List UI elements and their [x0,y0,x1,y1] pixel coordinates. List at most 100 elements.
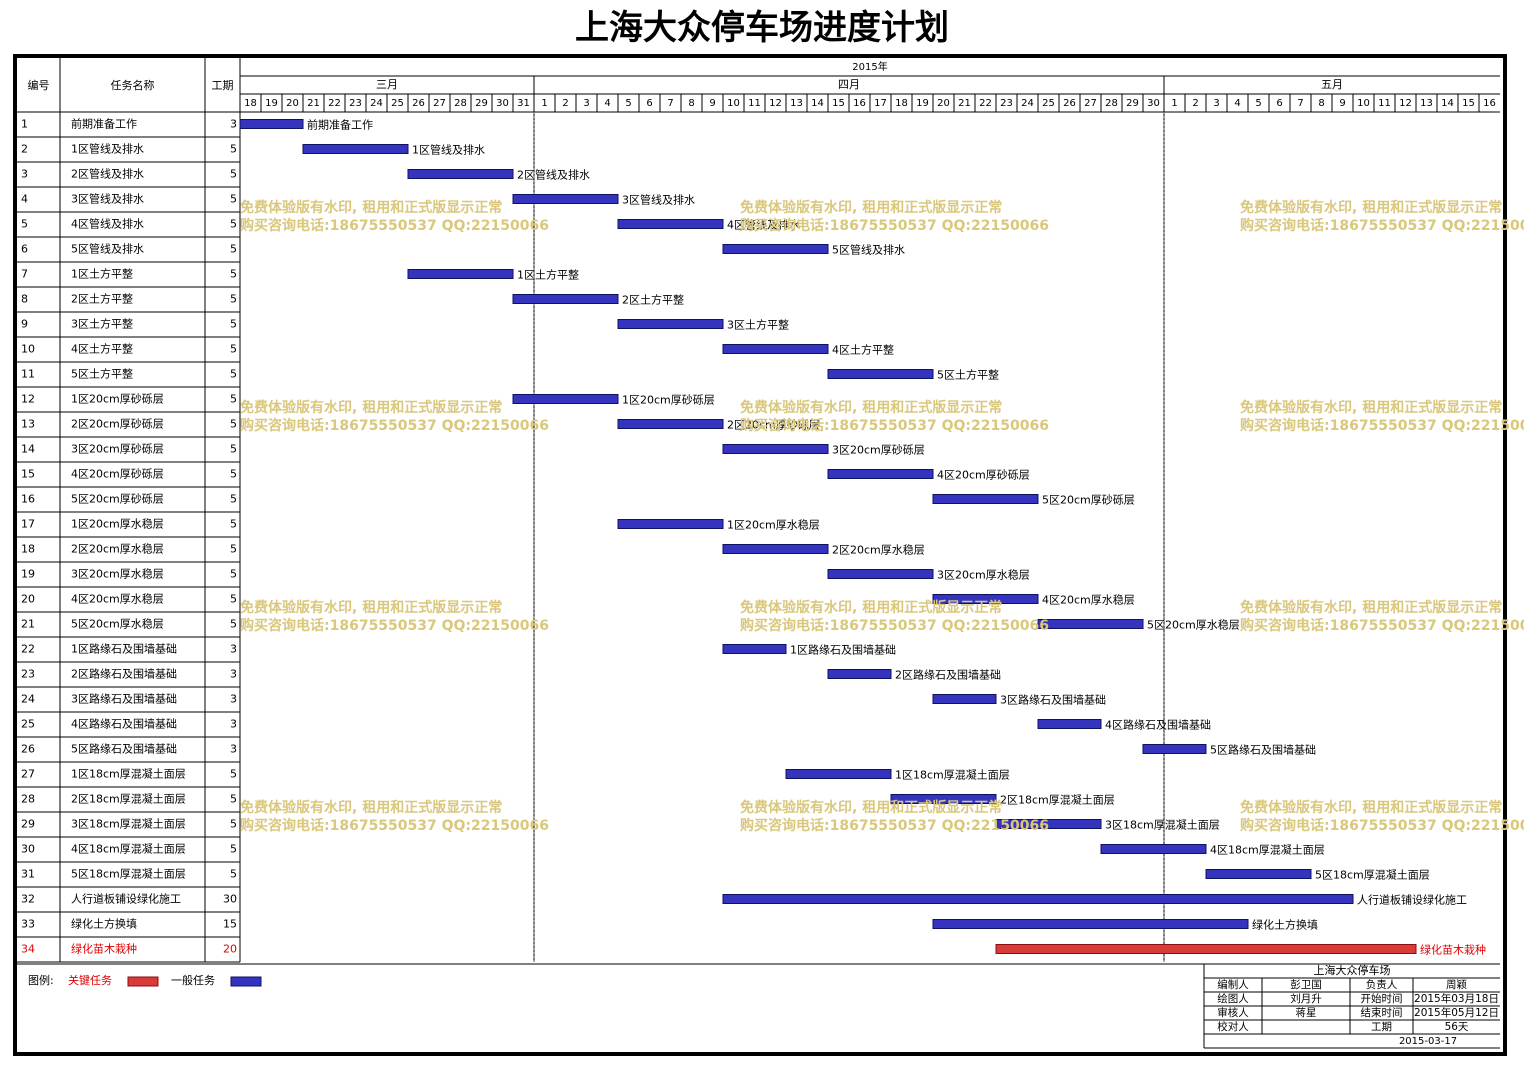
task-name: 2区20cm厚砂砾层 [71,418,164,431]
info-title: 上海大众停车场 [1314,963,1391,977]
task-id: 23 [21,668,35,681]
task-duration: 20 [223,943,237,956]
watermark: 免费体验版有水印, 租用和正式版显示正常 [240,399,502,416]
task-duration: 5 [230,818,237,831]
task-id: 3 [21,168,28,181]
task-bar[interactable] [617,219,724,229]
task-bar[interactable] [1100,844,1207,854]
task-bar[interactable] [722,344,829,354]
task-duration: 5 [230,243,237,256]
task-bar[interactable] [1205,869,1312,879]
header-day: 8 [688,98,694,109]
task-bar[interactable] [932,694,997,704]
header-day: 24 [370,98,383,109]
task-bar[interactable] [785,769,892,779]
task-bar[interactable] [239,119,304,129]
task-name: 4区20cm厚砂砾层 [71,468,164,481]
task-bar[interactable] [407,269,514,279]
info-cell: 刘月升 [1290,993,1322,1005]
info-cell: 蒋星 [1296,1007,1317,1019]
task-duration: 5 [230,468,237,481]
task-name: 4区18cm厚混凝土面层 [71,842,186,856]
task-id: 1 [21,118,28,131]
legend-normal-swatch [230,976,262,987]
task-name: 4区20cm厚水稳层 [71,592,164,606]
bar-label: 5区20cm厚砂砾层 [1042,494,1135,507]
task-id: 28 [21,793,35,806]
task-bar[interactable] [617,519,724,529]
task-bar[interactable] [512,394,619,404]
task-duration: 5 [230,343,237,356]
task-duration: 5 [230,168,237,181]
bar-label: 5区20cm厚水稳层 [1147,618,1240,632]
task-bar[interactable] [827,469,934,479]
task-name: 5区18cm厚混凝土面层 [71,867,186,881]
info-cell: 编制人 [1217,978,1249,991]
bar-label: 3区管线及排水 [622,193,695,207]
task-bar[interactable] [827,369,934,379]
bar-label: 4区20cm厚水稳层 [1042,593,1135,607]
task-bar[interactable] [722,544,829,554]
task-name: 4区管线及排水 [71,217,144,231]
task-name: 1区18cm厚混凝土面层 [71,767,186,781]
task-id: 27 [21,768,35,781]
watermark: 免费体验版有水印, 租用和正式版显示正常 [1240,399,1502,416]
task-duration: 3 [230,693,237,706]
task-duration: 3 [230,643,237,656]
bar-label: 1区20cm厚砂砾层 [622,394,715,407]
watermark: 购买咨询电话:18675550537 QQ:22150066 [740,417,1049,434]
info-cell: 2015年03月18日 [1414,992,1499,1005]
task-name: 前期准备工作 [71,117,137,131]
task-bar[interactable] [722,244,829,254]
header-day: 4 [1234,98,1240,109]
task-duration: 5 [230,418,237,431]
header-name: 任务名称 [111,78,155,92]
header-day: 27 [1084,98,1097,109]
watermark: 免费体验版有水印, 租用和正式版显示正常 [1240,799,1502,816]
header-day: 15 [1462,98,1475,109]
task-bar[interactable] [722,444,829,454]
header-day: 12 [1399,98,1412,109]
task-bar[interactable] [932,494,1039,504]
task-bar[interactable] [512,194,619,204]
task-duration: 3 [230,718,237,731]
bar-label: 2区20cm厚水稳层 [832,543,925,557]
task-bar[interactable] [407,169,514,179]
watermark: 免费体验版有水印, 租用和正式版显示正常 [1240,599,1502,616]
task-bar[interactable] [827,669,892,679]
task-duration: 5 [230,843,237,856]
task-bar[interactable] [1142,744,1207,754]
task-bar[interactable] [890,794,997,804]
info-cell: 校对人 [1217,1020,1249,1033]
bar-label: 3区20cm厚水稳层 [937,568,1030,582]
task-bar[interactable] [512,294,619,304]
header-day: 7 [1297,98,1303,109]
task-name: 绿化土方换填 [71,917,137,931]
task-bar[interactable] [617,419,724,429]
header-day: 2 [562,98,568,109]
task-bar[interactable] [995,819,1102,829]
header-day: 30 [496,98,509,109]
task-id: 21 [21,618,35,631]
task-id: 6 [21,243,28,256]
task-bar[interactable] [1037,619,1144,629]
legend-normal-label: 一般任务 [171,974,215,987]
header-day: 28 [1105,98,1118,109]
task-id: 18 [21,543,35,556]
task-bar[interactable] [1037,719,1102,729]
task-name: 3区18cm厚混凝土面层 [71,817,186,831]
task-bar[interactable] [932,594,1039,604]
task-bar[interactable] [722,894,1354,904]
task-name: 5区20cm厚水稳层 [71,617,164,631]
task-bar[interactable] [302,144,409,154]
bar-label: 5区18cm厚混凝土面层 [1315,868,1430,882]
task-bar[interactable] [827,569,934,579]
critical-task-bar[interactable] [995,944,1417,954]
task-bar[interactable] [932,919,1249,929]
task-bar[interactable] [617,319,724,329]
task-name: 1区20cm厚砂砾层 [71,393,164,406]
task-bar[interactable] [722,644,787,654]
bar-label: 2区18cm厚混凝土面层 [1000,793,1115,807]
task-duration: 5 [230,593,237,606]
